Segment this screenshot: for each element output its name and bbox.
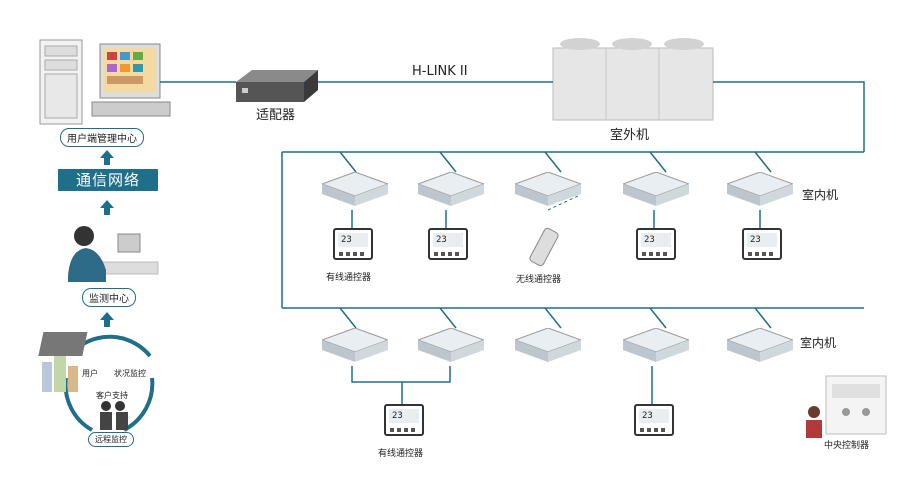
indoor-cassette-unit bbox=[725, 327, 795, 364]
central-controller-icon bbox=[806, 375, 887, 438]
remote-monitoring-cycle bbox=[38, 332, 155, 432]
outdoor-label: 室外机 bbox=[610, 128, 650, 143]
controller-screen: 23 bbox=[433, 233, 463, 247]
wired-controller: 23 bbox=[634, 404, 674, 436]
controller-screen: 23 bbox=[639, 409, 669, 423]
monitor-center-label: 监测中心 bbox=[82, 288, 136, 307]
wireless-controller-label: 无线通控器 bbox=[516, 275, 562, 285]
indoor-cassette-unit bbox=[725, 171, 795, 208]
adapter-device-icon bbox=[236, 70, 318, 102]
support-label: 客户支持 bbox=[96, 391, 128, 400]
up-arrow-icon bbox=[100, 312, 114, 327]
wired-controller: 23 bbox=[742, 228, 782, 260]
indoor-cassette-unit bbox=[513, 171, 583, 208]
controller-screen: 23 bbox=[641, 233, 671, 247]
user-label: 用户 bbox=[82, 369, 98, 378]
wired-controller-label: 有线通控器 bbox=[326, 273, 372, 283]
wired-controller-label: 有线通控器 bbox=[378, 449, 424, 459]
up-arrow-icon bbox=[100, 150, 114, 165]
server-cabinet-icon bbox=[39, 39, 83, 125]
controller-screen: 23 bbox=[747, 233, 777, 247]
wired-controller: 23 bbox=[333, 228, 373, 260]
indoor-cassette-unit bbox=[320, 327, 390, 364]
monitor-icon bbox=[91, 43, 171, 117]
indoor-cassette-unit bbox=[621, 327, 691, 364]
operator-icon bbox=[68, 226, 159, 282]
central-controller-label: 中央控制器 bbox=[824, 441, 870, 451]
wired-controller: 23 bbox=[384, 404, 424, 436]
user-center-label: 用户端管理中心 bbox=[60, 128, 144, 147]
indoor-cassette-unit bbox=[416, 327, 486, 364]
wired-controller: 23 bbox=[636, 228, 676, 260]
wired-controller: 23 bbox=[428, 228, 468, 260]
adapter-label: 适配器 bbox=[256, 108, 296, 123]
remote-monitor-label: 远程监控 bbox=[88, 432, 134, 447]
indoor-cassette-unit bbox=[320, 171, 390, 208]
status-label: 状况监控 bbox=[114, 369, 146, 378]
controller-screen: 23 bbox=[338, 233, 368, 247]
communication-lines bbox=[160, 81, 865, 404]
network-label: 通信网络 bbox=[58, 169, 158, 191]
controller-screen: 23 bbox=[389, 409, 419, 423]
hlink-label: H-LINK II bbox=[412, 64, 468, 79]
indoor-label-top: 室内机 bbox=[802, 188, 839, 202]
indoor-cassette-unit bbox=[416, 171, 486, 208]
outdoor-unit-icon bbox=[552, 38, 714, 121]
indoor-label-bottom: 室内机 bbox=[800, 336, 837, 350]
up-arrow-icon bbox=[100, 200, 114, 215]
indoor-cassette-unit bbox=[621, 171, 691, 208]
indoor-cassette-unit bbox=[513, 327, 583, 364]
